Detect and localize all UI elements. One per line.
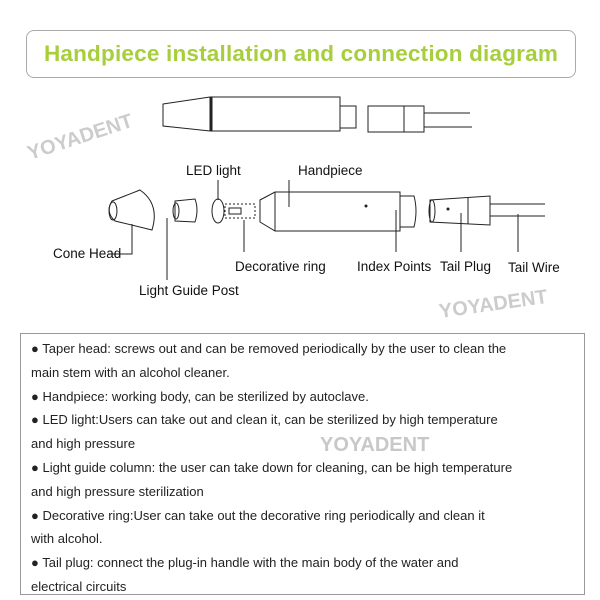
- note-line: ● LED light:Users can take out and clean…: [31, 412, 498, 428]
- label-tail-wire: Tail Wire: [508, 260, 560, 275]
- label-index-points: Index Points: [357, 259, 432, 274]
- note-line: electrical circuits: [31, 578, 127, 594]
- note-line: ● Handpiece: working body, can be steril…: [31, 388, 369, 404]
- note-line: ● Light guide column: the user can take …: [31, 459, 513, 475]
- led-light: [211, 198, 225, 224]
- note-line: main stem with an alcohol cleaner.: [31, 364, 230, 380]
- note-line: with alcohol.: [31, 531, 103, 547]
- page-title: Handpiece installation and connection di…: [43, 41, 559, 66]
- title-box: Handpiece installation and connection di…: [26, 30, 576, 78]
- watermark: YOYADENT: [438, 286, 549, 323]
- label-light-guide-post: Light Guide Post: [139, 283, 239, 298]
- watermark: YOYADENT: [25, 110, 136, 165]
- notes-box: ● Taper head: screws out and can be remo…: [20, 333, 585, 595]
- label-handpiece: Handpiece: [298, 163, 363, 178]
- assembled-tail-plug: [367, 105, 425, 133]
- light-guide-post: [174, 198, 198, 223]
- note-line: ● Tail plug: connect the plug-in handle …: [31, 555, 459, 571]
- handpiece-end: [339, 105, 357, 129]
- handpiece-diagram: YOYADENT YOYADENT LED light Handpiece Co…: [25, 96, 560, 323]
- label-led-light: LED light: [186, 163, 241, 178]
- label-decorative-ring: Decorative ring: [235, 259, 326, 274]
- label-cone-head: Cone Head: [53, 246, 121, 261]
- assembled-handpiece: [162, 96, 341, 132]
- note-line: and high pressure: [31, 436, 136, 452]
- note-line: ● Decorative ring:User can take out the …: [31, 507, 485, 523]
- watermark: YOYADENT: [320, 434, 430, 456]
- handpiece: [259, 191, 401, 232]
- label-tail-plug: Tail Plug: [440, 259, 491, 274]
- note-line: ● Taper head: screws out and can be remo…: [31, 341, 507, 356]
- note-line: and high pressure sterilization: [31, 483, 204, 499]
- tail-plug: [429, 195, 491, 226]
